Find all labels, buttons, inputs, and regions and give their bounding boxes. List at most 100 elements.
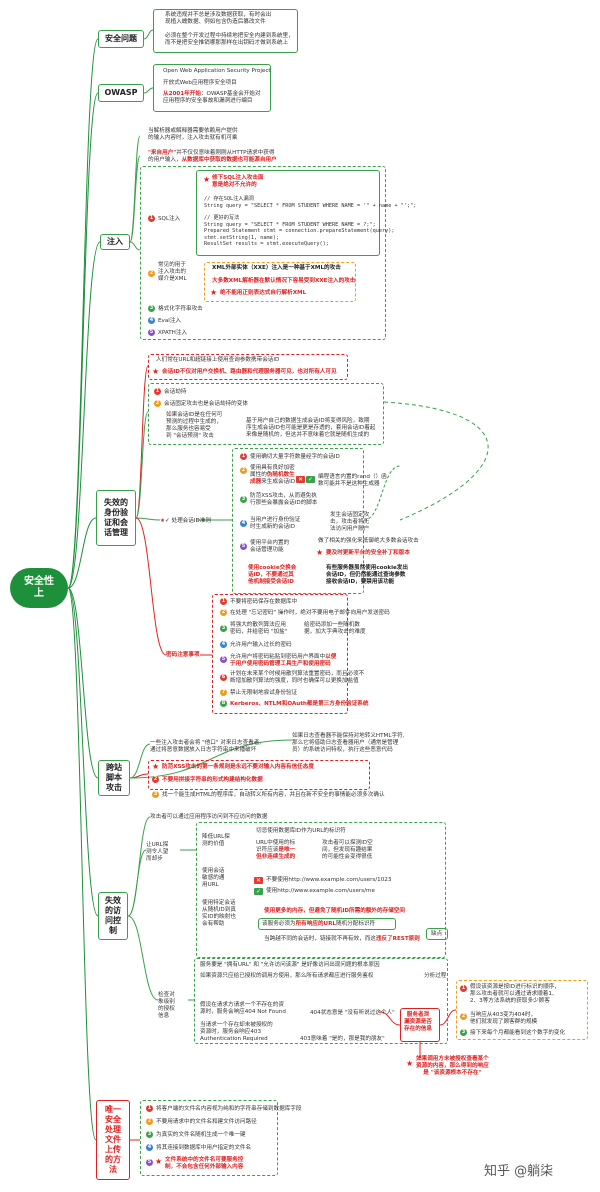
- connector-line: [67, 587, 99, 779]
- session-prediction: 如果会话ID是在任何可 预测的过程中生成的， 那么服务也容易受 到 "会话预测"…: [166, 412, 223, 439]
- password-rule-3: 将强大的散列算法应用 密码，并给密码 "加盐": [230, 622, 288, 635]
- number-4-badge: 4: [148, 317, 155, 324]
- security-problem-note-1: 系统违规并不总是涉及数据获取，有时会出 现植入蠕数据、例如包含伪造后篡改文件: [165, 12, 272, 25]
- star-icon: ★: [152, 367, 160, 376]
- session-rules-label: ★✓ 处理会话ID准则: [160, 518, 212, 524]
- cookie-rule: 使用cookie交换会 话ID，不要通过其 他机制接受会话ID: [248, 565, 297, 585]
- rule-3: 防范XSS攻击，从而避免执 行那些会暴露会话ID的脚本: [250, 493, 318, 506]
- password-rule-7: 禁止无限制地尝试身份验证: [230, 690, 298, 696]
- injection-intro: 当解析器或解释器需要依赖用户提供 的输入内容时，注入攻击就有机可乘: [148, 128, 238, 141]
- star-icon: ★: [152, 762, 160, 771]
- session-fixation: 会话固定攻击也是会话劫持的变体: [164, 401, 248, 407]
- format-string-attack: 格式化字符串攻击: [158, 306, 203, 312]
- section-auth[interactable]: 失效的 身份验 证和会 话管理: [96, 490, 136, 546]
- access-intro: 攻击者可以通过应用程序访问到不应访问的数据: [150, 814, 268, 820]
- number-3-badge: 3: [460, 1029, 467, 1036]
- connector-line: [67, 38, 99, 589]
- auth-warning: 会话ID不仅对用户交换机、路由器和代理服务器可见，也对所有人可见: [162, 369, 337, 375]
- url-random-ids: 该服务必须为所有响应的URL随机分配标识符: [262, 921, 376, 927]
- rule-5-patch: 要及时更新平台的安全补丁和版本: [326, 550, 410, 556]
- number-1-badge: 1: [460, 985, 467, 992]
- star-icon: ★: [203, 175, 211, 184]
- connector-line: [129, 743, 151, 779]
- rule-2: 使用具有良好加密 属性的伪随机数生 成器来生成会话ID: [250, 465, 296, 485]
- object-auth-404-meaning: 404状态意是 "没有听说过这个人": [310, 1010, 395, 1016]
- injection-dashed-box: [140, 166, 386, 340]
- eval-injection: Eval注入: [158, 318, 182, 324]
- xml-note-1: XML外部实体（XXE）注入是一种基于XML的攻击: [212, 265, 341, 271]
- connector-line: [143, 87, 154, 94]
- session-prediction-detail: 基于用户自己的数据生成会话ID将变得风险，致期 序生成会话ID也可能是更是存透的…: [246, 418, 376, 438]
- number-4-badge: 4: [220, 641, 227, 648]
- section-access[interactable]: 失效 的访 问控 制: [98, 892, 128, 940]
- number-2-badge: 2: [148, 270, 155, 277]
- number-3-badge: 3: [146, 1131, 153, 1138]
- root-node[interactable]: 安全性 上: [10, 568, 68, 608]
- connector-line: [67, 241, 101, 589]
- object-auth-403-meaning: 403意味着 "是的，那是我的朋友": [300, 1036, 385, 1042]
- connector-line: [127, 915, 159, 1001]
- password-label: 密码注意事项: [166, 652, 200, 658]
- url-lower-value: 降低URL探 测的价值: [202, 834, 230, 847]
- analysis-process: 分析过程: [424, 973, 447, 979]
- connector-line: [135, 517, 167, 656]
- object-auth-label: 检查对 象级别 的授权 信息: [158, 992, 175, 1019]
- auth-intro: 人们常在URL和超链接上使用查询参数携带会话ID: [156, 357, 280, 363]
- connector-line: [143, 29, 154, 40]
- password-rule-8: Kerberos、NTLM和OAuth都是第三方身份验证系统: [230, 701, 369, 707]
- connector-line: [363, 465, 401, 521]
- number-2-badge: 2: [152, 776, 159, 783]
- owasp-history: 从2001年开始：OWASP基金会开始对 应用程序的安全事故和漏洞进行编目: [163, 91, 261, 104]
- upload-rule-5: 文件系统中的文件名可要服务控 制，不会包含任何外部输入内容: [165, 1157, 244, 1170]
- url-probe-label: 让URL探 测令人望 而却步: [146, 842, 169, 862]
- leak-fix: 如果调用方未被授权查看某个 资源的内容，那么得到的响应 是 "该资源根本不存在": [416, 1056, 489, 1076]
- upload-rule-3: 为真实的文件名随机生成一个唯一键: [156, 1132, 246, 1138]
- section-security-problem[interactable]: 安全问题: [98, 30, 144, 48]
- number-2-badge: 2: [154, 400, 161, 407]
- number-1-badge: 1: [146, 1105, 153, 1112]
- owasp-cn-name: 开放式Web应用程序安全项目: [163, 80, 237, 86]
- weakness-box: [426, 928, 448, 940]
- number-1-badge: 1: [220, 598, 227, 605]
- number-5-badge: 5: [240, 543, 247, 550]
- section-xss[interactable]: 跨站 脚本 攻击: [98, 760, 130, 796]
- sql-injection-label: SQL注入: [158, 216, 181, 222]
- url-box: [196, 822, 446, 958]
- star-icon: ★: [155, 1157, 163, 1166]
- number-2-badge: 2: [146, 1118, 153, 1125]
- connector-line: [439, 1009, 457, 1026]
- sql-warning: 修下SQL注入攻击面 意是绝对不允许的: [212, 175, 264, 188]
- star-icon: ★: [406, 1059, 414, 1068]
- upload-box: [140, 1100, 278, 1176]
- section-upload[interactable]: 唯一 安全 处理 文件 上传 的方 法: [96, 1100, 130, 1180]
- section-injection[interactable]: 注入: [100, 234, 130, 250]
- password-rule-1: 不要将密码保存在数据库中: [230, 599, 298, 605]
- leak-box: [400, 1008, 440, 1042]
- cross-icon: ✕: [254, 877, 263, 884]
- object-auth-404: 假设在请求方请求一个不存在的资 源时，服务会响应404 Not Found: [200, 1002, 286, 1015]
- url-session-generic: 使用会话 敏感的通 用URL: [202, 868, 225, 888]
- xml-label: 常见的用于 注入攻击的 媒介是XML: [158, 262, 187, 282]
- check-icon: ✓: [254, 888, 263, 895]
- hijack-box: [148, 383, 384, 445]
- xml-note-2: 大多数XML解析器在默认情况下容易受到XXE注入的攻击: [212, 278, 356, 284]
- url-session-map-cost: 使用更多的内存，但避免了随机ID所需的额外的存储空间: [264, 908, 405, 914]
- sql-code-vulnerable: // 存在SQL注入漏洞 String query = "SELECT * FR…: [204, 196, 417, 209]
- owasp-box: [153, 64, 271, 112]
- star-icon: ★: [316, 548, 324, 557]
- xml-box: [204, 262, 356, 302]
- number-7-badge: 7: [220, 689, 227, 696]
- watermark: 知乎 @躺柒: [484, 1164, 554, 1179]
- check-icon: ✓: [306, 476, 315, 483]
- section-owasp[interactable]: OWASP: [98, 84, 144, 102]
- password-rule-4: 允许用户输入过长的密码: [230, 642, 292, 648]
- connector-line: [129, 241, 141, 251]
- connector-line: [129, 155, 141, 243]
- number-3-badge: 3: [240, 496, 247, 503]
- number-8-badge: 8: [220, 700, 227, 707]
- number-2-badge: 2: [220, 609, 227, 616]
- number-1-badge: 1: [148, 215, 155, 222]
- number-2-badge: 2: [460, 1013, 467, 1020]
